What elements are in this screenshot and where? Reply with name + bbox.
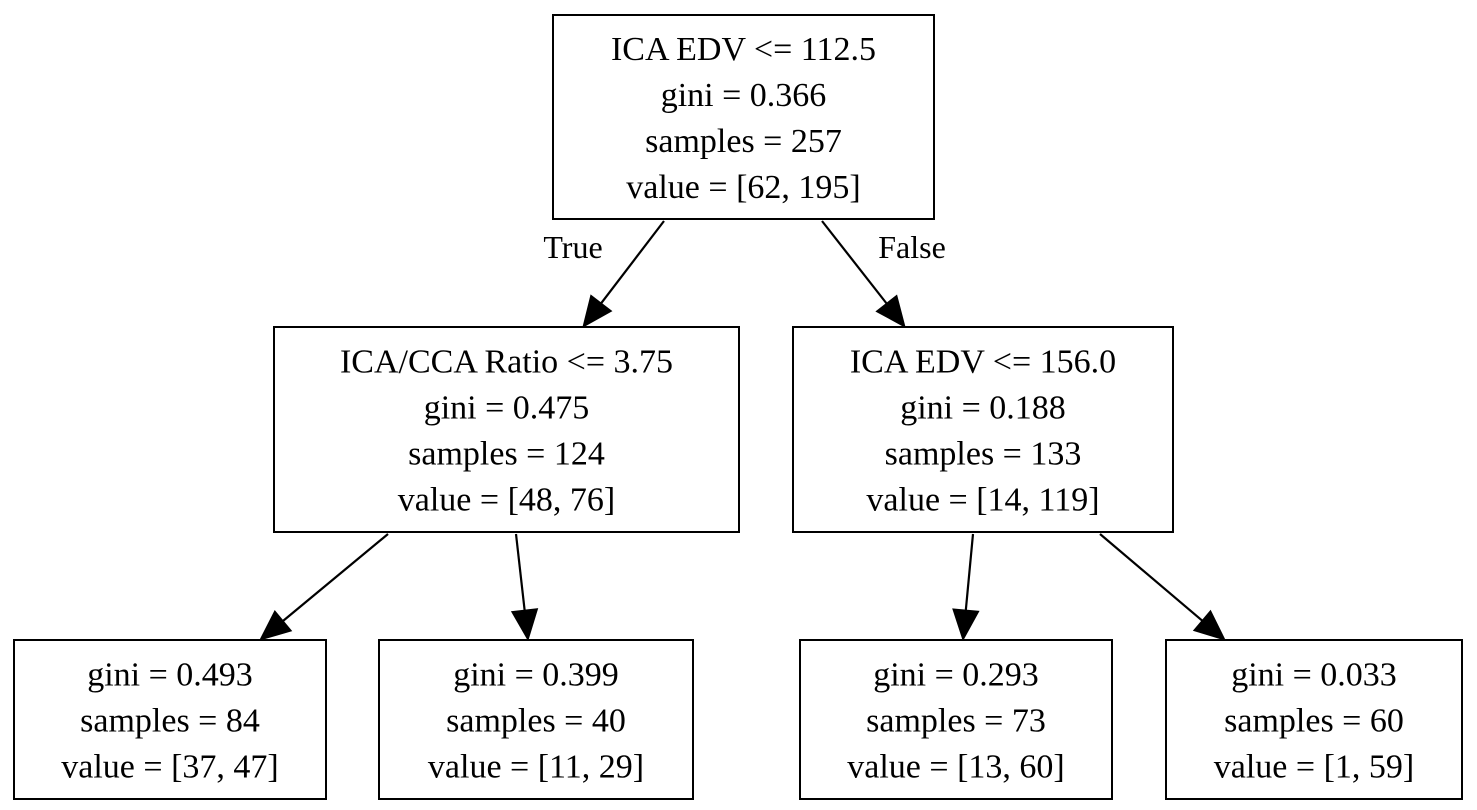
node-text-line: value = [13, 60] (847, 749, 1064, 786)
node-text-line: gini = 0.033 (1231, 657, 1397, 694)
tree-node-right-right: gini = 0.033 samples = 60 value = [1, 59] (1165, 639, 1463, 800)
edge-line (282, 533, 389, 622)
node-text-line: ICA EDV <= 156.0 (850, 344, 1116, 381)
tree-node-root: ICA EDV <= 112.5 gini = 0.366 samples = 25… (552, 14, 935, 220)
edge-label-false: False (878, 229, 946, 265)
nodes-layer: ICA EDV <= 112.5 gini = 0.366 samples = 25… (13, 14, 1463, 800)
tree-node-right-left: gini = 0.293 samples = 73 value = [13, 60] (799, 639, 1113, 800)
edge-line (964, 533, 975, 611)
node-text-line: samples = 124 (408, 436, 605, 473)
edge-left-to-left-right (510, 533, 539, 642)
edge-left-to-left-left (259, 533, 389, 641)
edge-label-true: True (543, 229, 602, 265)
node-text-line: samples = 40 (446, 703, 626, 740)
node-text-line: value = [37, 47] (61, 749, 278, 786)
edge-right-to-right-left (952, 533, 980, 642)
node-text-line: gini = 0.493 (87, 657, 253, 694)
arrow-head-icon (1192, 609, 1226, 641)
node-text-line: value = [1, 59] (1214, 749, 1414, 786)
node-box (1165, 639, 1463, 800)
arrow-head-icon (582, 294, 613, 328)
node-box (378, 639, 694, 800)
node-text-line: samples = 257 (645, 123, 842, 160)
edges-layer: True False (259, 220, 1226, 642)
node-text-line: gini = 0.366 (661, 77, 827, 114)
node-text-line: samples = 73 (866, 703, 1046, 740)
edge-line (821, 220, 888, 305)
node-text-line: value = [14, 119] (866, 482, 1099, 519)
node-text-line: gini = 0.475 (424, 390, 590, 427)
tree-node-right: ICA EDV <= 156.0 gini = 0.188 samples = 13… (792, 326, 1174, 533)
tree-node-left-left: gini = 0.493 samples = 84 value = [37, 47] (13, 639, 327, 800)
arrow-head-icon (952, 608, 980, 642)
arrow-head-icon (259, 609, 293, 641)
node-text-line: samples = 84 (80, 703, 260, 740)
node-box (13, 639, 327, 800)
node-text-line: samples = 60 (1224, 703, 1404, 740)
node-box (799, 639, 1113, 800)
tree-node-left: ICA/CCA Ratio <= 3.75 gini = 0.475 samples… (273, 326, 740, 533)
edge-root-to-left: True (543, 220, 665, 328)
node-text-line: ICA/CCA Ratio <= 3.75 (340, 344, 673, 381)
node-text-line: ICA EDV <= 112.5 (611, 31, 876, 68)
tree-node-left-right: gini = 0.399 samples = 40 value = [11, 29] (378, 639, 694, 800)
edge-line (1099, 533, 1203, 622)
node-text-line: gini = 0.293 (873, 657, 1039, 694)
node-box (273, 326, 740, 533)
node-box (552, 14, 935, 220)
arrow-head-icon (875, 294, 906, 328)
edge-root-to-right: False (821, 220, 946, 328)
node-text-line: samples = 133 (885, 436, 1082, 473)
edge-line (514, 533, 526, 611)
node-text-line: value = [48, 76] (398, 482, 615, 519)
edge-line (600, 220, 665, 304)
node-text-line: gini = 0.188 (900, 390, 1066, 427)
node-text-line: value = [11, 29] (428, 749, 644, 786)
node-text-line: value = [62, 195] (626, 169, 860, 206)
arrow-head-icon (510, 608, 539, 642)
edge-right-to-right-right (1099, 533, 1226, 641)
node-box (792, 326, 1174, 533)
node-text-line: gini = 0.399 (453, 657, 619, 694)
